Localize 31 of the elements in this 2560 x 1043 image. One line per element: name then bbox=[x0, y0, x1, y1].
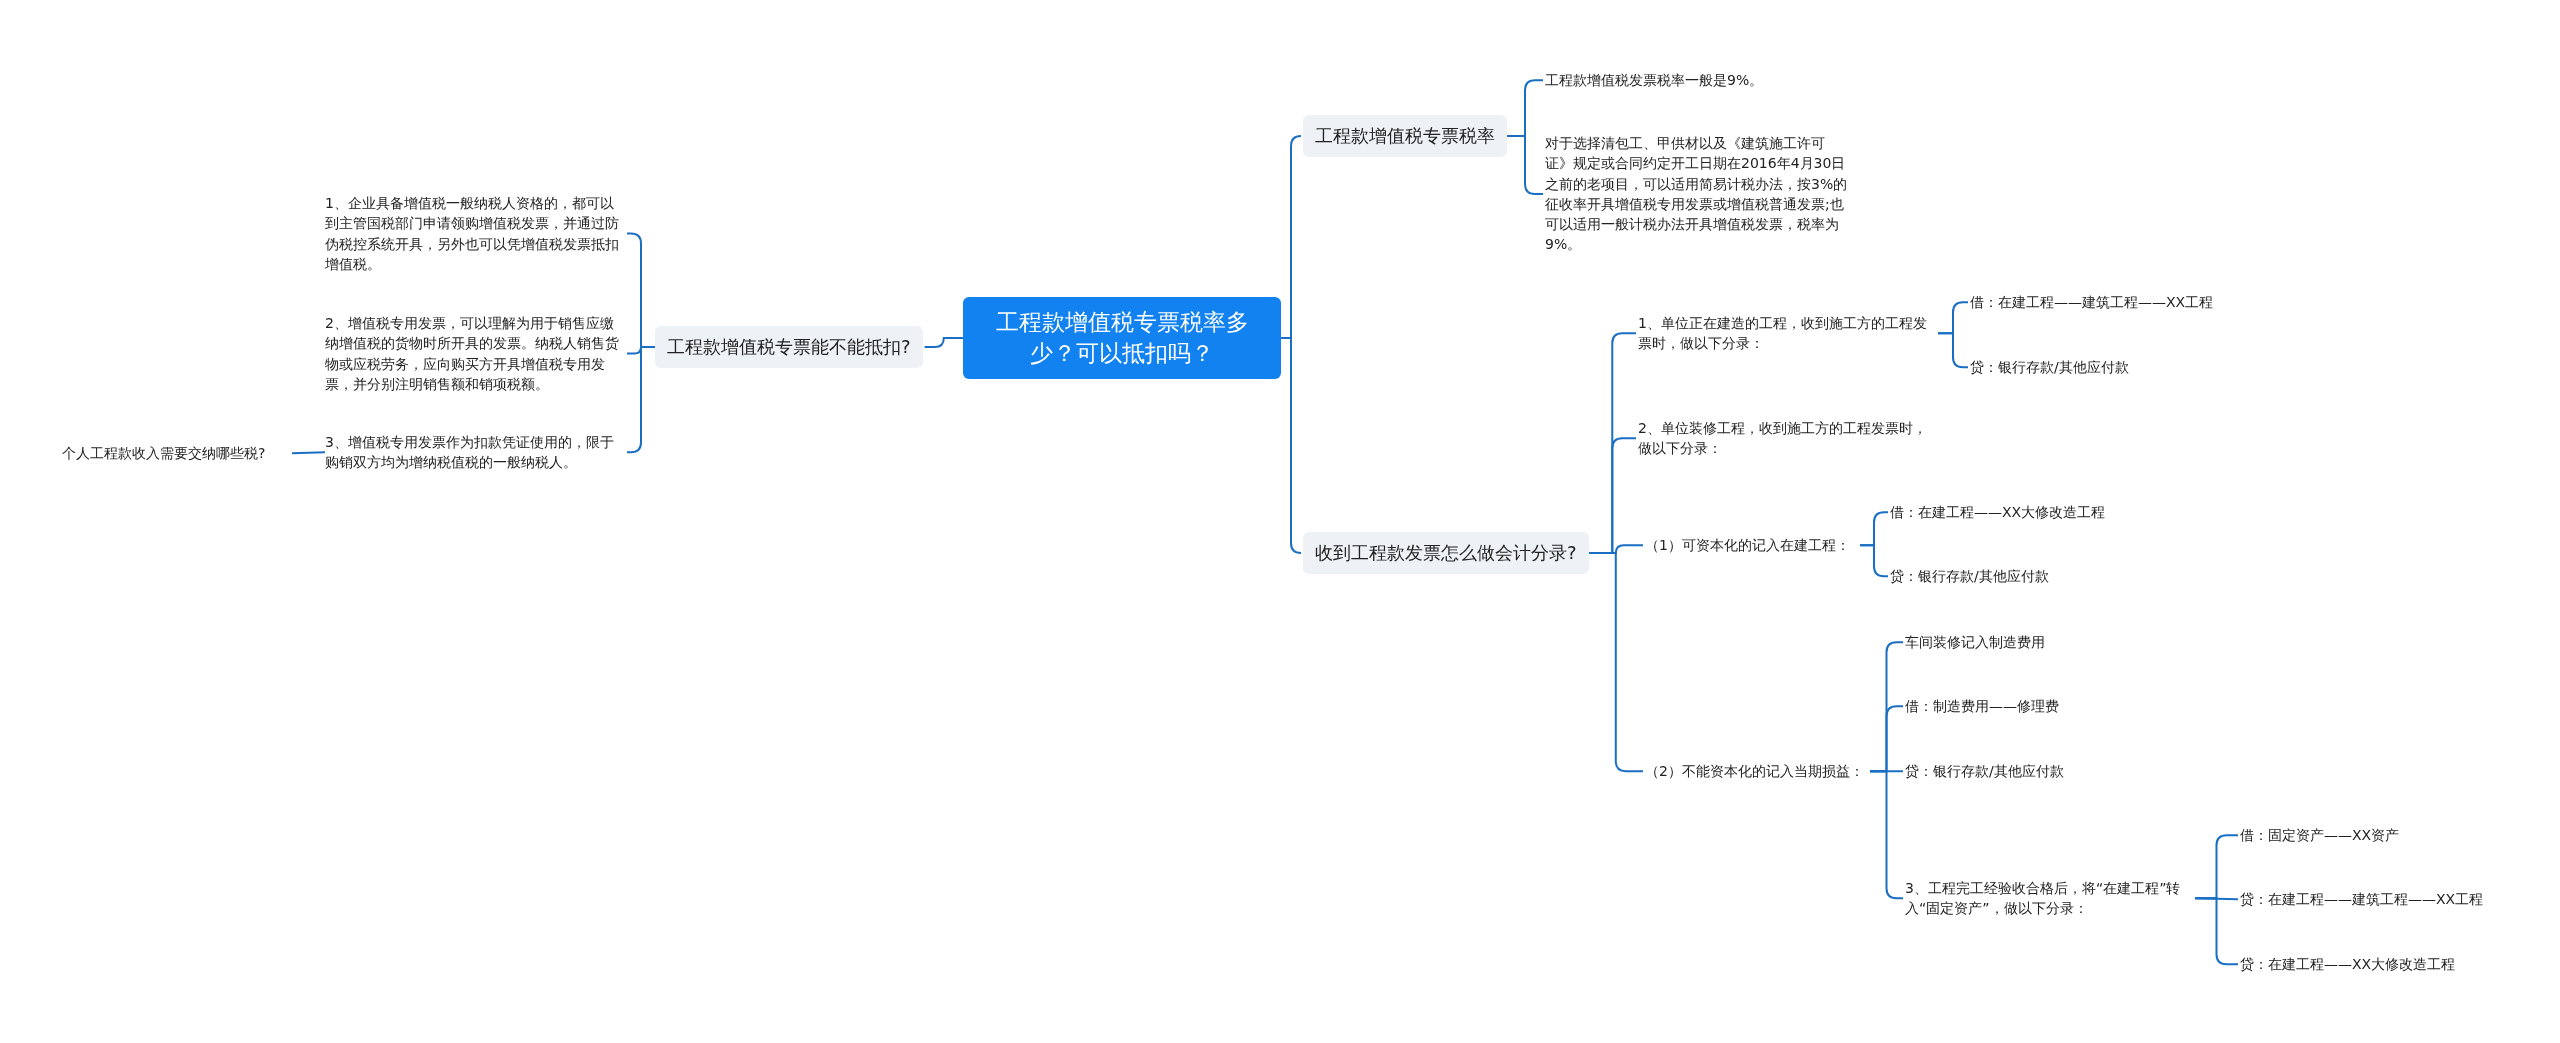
subtopic-text: 车间装修记入制造费用 bbox=[1905, 632, 2105, 653]
subtopic-text: （2）不能资本化的记入当期损益： bbox=[1645, 761, 1870, 782]
subtopic-text: 借：固定资产——XX资产 bbox=[2240, 825, 2440, 846]
connector-line bbox=[1937, 332, 1969, 369]
subtopic-text: 借：制造费用——修理费 bbox=[1905, 696, 2105, 717]
connector-line bbox=[626, 346, 656, 454]
subtopic-text: 工程款增值税发票税率一般是9%。 bbox=[1545, 70, 1805, 91]
topic-box: 收到工程款发票怎么做会计分录? bbox=[1303, 532, 1589, 575]
subtopic-text: 借：在建工程——建筑工程——XX工程 bbox=[1970, 292, 2240, 313]
subtopic-text: 贷：银行存款/其他应付款 bbox=[1905, 761, 2095, 782]
subtopic-text: 1、单位正在建造的工程，收到施工方的工程发票时，做以下分录： bbox=[1638, 313, 1938, 354]
connector-line bbox=[1280, 337, 1302, 555]
topic-box: 工程款增值税专票税率 bbox=[1303, 115, 1507, 158]
subtopic-text: 贷：银行存款/其他应付款 bbox=[1970, 357, 2160, 378]
subtopic-text: 个人工程款收入需要交纳哪些税? bbox=[62, 443, 290, 464]
subtopic-text: 2、单位装修工程，收到施工方的工程发票时，做以下分录： bbox=[1638, 418, 1938, 459]
subtopic-text: （1）可资本化的记入在建工程： bbox=[1645, 535, 1860, 556]
subtopic-text: 3、增值税专用发票作为扣款凭证使用的，限于购销双方均为增纳税值税的一般纳税人。 bbox=[325, 432, 625, 473]
topic-box: 工程款增值税专票能不能抵扣? bbox=[655, 326, 923, 369]
connector-line bbox=[1859, 544, 1889, 578]
subtopic-text: 贷：在建工程——建筑工程——XX工程 bbox=[2240, 889, 2520, 910]
subtopic-text: 借：在建工程——XX大修改造工程 bbox=[1890, 502, 2130, 523]
connector-line bbox=[923, 337, 964, 349]
subtopic-text: 贷：银行存款/其他应付款 bbox=[1890, 566, 2080, 587]
subtopic-text: 对于选择清包工、甲供材以及《建筑施工许可证》规定或合同约定开工日期在2016年4月30日之前的老项目，可以适用简易计税办法，按3%的征收率开具增值税专用发票或增值税普通发票;也可以适用一般计税办法开具增值税发票，税率为9%。 bbox=[1545, 133, 1850, 255]
connector-line bbox=[291, 451, 326, 455]
central-topic: 工程款增值税专票税率多少？可以抵扣吗？ bbox=[963, 297, 1281, 380]
subtopic-text: 1、企业具备增值税一般纳税人资格的，都可以到主管国税部门申请领购增值税发票，并通过防伪税控系统开具，另外也可以凭增值税发票抵扣增值税。 bbox=[325, 193, 625, 275]
subtopic-text: 3、工程完工经验收合格后，将“在建工程”转入“固定资产”，做以下分录： bbox=[1905, 878, 2195, 919]
subtopic-text: 2、增值税专用发票，可以理解为用于销售应缴纳增值税的货物时所开具的发票。纳税人销售货物或应税劳务，应向购买方开具增值税专用发票，并分别注明销售额和销项税额。 bbox=[325, 313, 625, 395]
subtopic-text: 贷：在建工程——XX大修改造工程 bbox=[2240, 954, 2490, 975]
